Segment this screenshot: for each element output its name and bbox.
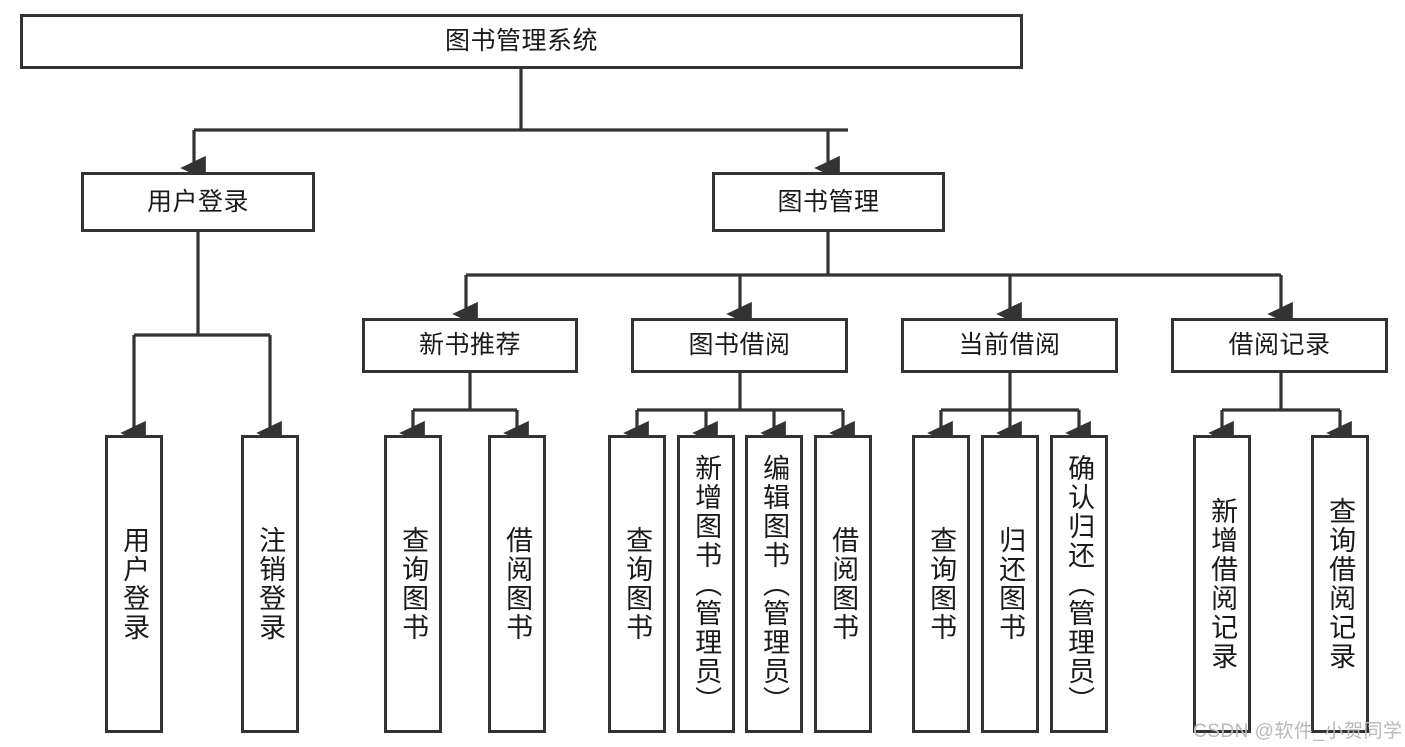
node-label: 查询图书 xyxy=(622,526,653,642)
node-label: 查询图书 xyxy=(926,526,957,642)
node-label: 图书借阅 xyxy=(688,331,791,359)
node-current-borrow[interactable]: 当前借阅 xyxy=(901,318,1118,373)
node-label: 编辑图书（管理员） xyxy=(759,453,790,715)
node-borrow-record[interactable]: 借阅记录 xyxy=(1171,318,1388,373)
leaf-user-login[interactable]: 用户登录 xyxy=(105,435,163,733)
node-label: 查询图书 xyxy=(398,526,429,642)
leaf-return-book[interactable]: 归还图书 xyxy=(981,435,1039,733)
csdn-watermark: CSDN @软件_小贺同学 xyxy=(1193,721,1403,742)
leaf-add-book-admin[interactable]: 新增图书（管理员） xyxy=(677,435,735,733)
node-label: 新增图书（管理员） xyxy=(691,453,722,715)
leaf-query-book-current[interactable]: 查询图书 xyxy=(912,435,970,733)
node-label: 图书管理系统 xyxy=(444,27,598,55)
node-label: 当前借阅 xyxy=(958,331,1061,359)
node-label: 借阅记录 xyxy=(1228,331,1331,359)
node-user-login[interactable]: 用户登录 xyxy=(81,172,315,232)
leaf-edit-book-admin[interactable]: 编辑图书（管理员） xyxy=(745,435,803,733)
node-book-borrow[interactable]: 图书借阅 xyxy=(631,318,848,373)
leaf-logout-login[interactable]: 注销登录 xyxy=(241,435,299,733)
node-label: 新书推荐 xyxy=(418,331,521,359)
node-new-book-recommend[interactable]: 新书推荐 xyxy=(362,318,578,373)
node-label: 查询借阅记录 xyxy=(1325,497,1356,671)
node-label: 借阅图书 xyxy=(502,526,533,642)
node-label: 用户登录 xyxy=(119,526,150,642)
leaf-query-book-recommend[interactable]: 查询图书 xyxy=(384,435,442,733)
node-label: 借阅图书 xyxy=(828,526,859,642)
leaf-query-borrow-record[interactable]: 查询借阅记录 xyxy=(1311,435,1369,733)
leaf-borrow-book[interactable]: 借阅图书 xyxy=(814,435,872,733)
node-label: 图书管理 xyxy=(777,187,880,216)
leaf-borrow-book-recommend[interactable]: 借阅图书 xyxy=(488,435,546,733)
node-label: 确认归还（管理员） xyxy=(1064,453,1095,715)
node-book-management[interactable]: 图书管理 xyxy=(712,172,945,232)
node-label: 归还图书 xyxy=(995,526,1026,642)
leaf-confirm-return-admin[interactable]: 确认归还（管理员） xyxy=(1050,435,1108,733)
node-label: 用户登录 xyxy=(146,187,249,216)
node-label: 注销登录 xyxy=(255,526,286,642)
leaf-add-borrow-record[interactable]: 新增借阅记录 xyxy=(1193,435,1251,733)
leaf-query-book-borrow[interactable]: 查询图书 xyxy=(608,435,666,733)
node-root-system[interactable]: 图书管理系统 xyxy=(20,14,1023,69)
node-label: 新增借阅记录 xyxy=(1207,497,1238,671)
